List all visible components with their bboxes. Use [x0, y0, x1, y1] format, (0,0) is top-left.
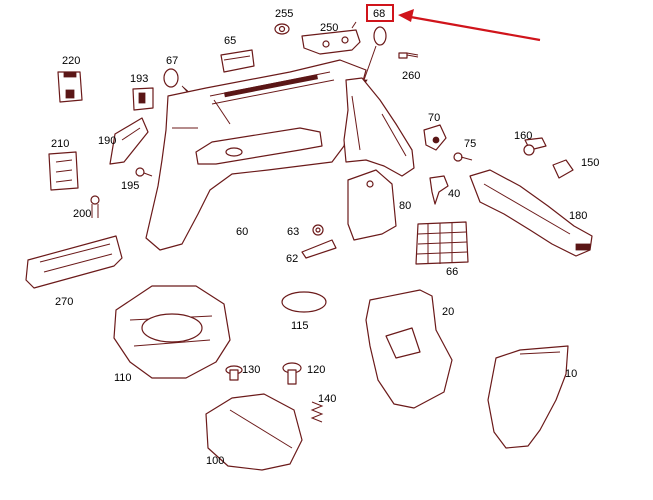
label-75: 75: [464, 138, 477, 150]
part-120: [282, 362, 302, 385]
part-62: [301, 239, 337, 259]
part-130: [225, 365, 243, 381]
part-20: [365, 289, 453, 409]
label-63: 63: [287, 226, 300, 238]
part-150: [552, 159, 574, 179]
part-10: [487, 345, 569, 449]
label-193: 193: [130, 73, 149, 85]
part-220: [57, 71, 83, 103]
part-110: [113, 285, 231, 379]
part-180: [469, 169, 593, 257]
highlight-arrow: [398, 9, 541, 42]
label-160: 160: [514, 130, 533, 142]
label-62: 62: [286, 253, 299, 265]
part-250: [301, 21, 361, 55]
part-200: [90, 195, 100, 218]
label-20: 20: [442, 306, 455, 318]
label-100: 100: [206, 455, 225, 467]
highlight-box: [366, 4, 394, 22]
part-255: [274, 23, 290, 35]
part-40: [429, 175, 449, 205]
part-70: [423, 124, 447, 151]
part-160: [523, 137, 547, 156]
label-110: 110: [114, 372, 132, 384]
label-250: 250: [320, 22, 339, 34]
part-60: [145, 59, 367, 251]
label-150: 150: [581, 157, 600, 169]
part-65: [220, 49, 255, 73]
part-270: [25, 235, 123, 289]
part-100: [205, 393, 303, 471]
label-70: 70: [428, 112, 441, 124]
label-68: 68: [373, 8, 386, 20]
label-210: 210: [51, 138, 70, 150]
label-115: 115: [291, 320, 309, 332]
label-130: 130: [242, 364, 261, 376]
label-80: 80: [399, 200, 412, 212]
part-63: [312, 224, 324, 236]
label-10: 10: [565, 368, 578, 380]
part-190: [109, 117, 149, 165]
label-220: 220: [62, 55, 81, 67]
part-193: [132, 87, 154, 111]
label-200: 200: [73, 208, 92, 220]
part-115: [281, 291, 327, 313]
label-260: 260: [402, 70, 421, 82]
label-67: 67: [166, 55, 179, 67]
part-140: [310, 401, 324, 423]
label-120: 120: [307, 364, 326, 376]
part-75: [453, 152, 473, 162]
label-180: 180: [569, 210, 588, 222]
label-255: 255: [275, 8, 294, 20]
part-210: [48, 151, 79, 191]
part-68: [360, 26, 387, 87]
part-260: [398, 52, 419, 59]
part-80: [343, 77, 415, 177]
part-80-lower: [347, 169, 397, 241]
label-40: 40: [448, 188, 461, 200]
label-65: 65: [224, 35, 237, 47]
label-60: 60: [236, 226, 249, 238]
label-270: 270: [55, 296, 74, 308]
label-195: 195: [121, 180, 140, 192]
label-140: 140: [318, 393, 337, 405]
label-190: 190: [98, 135, 117, 147]
part-195: [135, 167, 153, 177]
part-66-net: [415, 221, 469, 265]
label-66: 66: [446, 266, 459, 278]
